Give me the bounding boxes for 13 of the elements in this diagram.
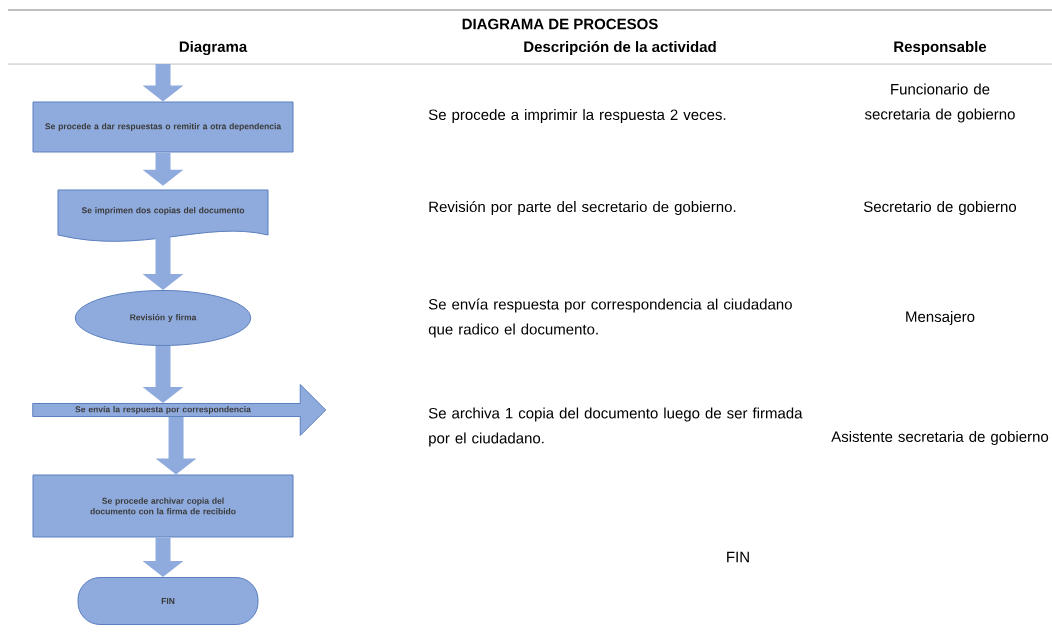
activity-description: Se archiva 1 copia del documento luego de ser firmada por el ciudadano. [428, 407, 803, 447]
activity-description: Revisión por parte del secretario de gobierno. [429, 200, 736, 216]
column-header: Descripción de la actividad [524, 40, 716, 56]
activity-description: Se envía respuesta por correspondencia al ciudadano que radico el documento. [428, 298, 792, 338]
table-title: DIAGRAMA DE PROCESOS [462, 18, 658, 30]
column-header: Diagrama [179, 41, 248, 56]
responsible-name: Mensajero [906, 311, 975, 325]
column-header: Responsable [894, 41, 987, 55]
end-label: FIN [727, 551, 749, 563]
responsible-name: Asistente secretaria de gobierno [831, 431, 1049, 445]
responsible-name: Funcionario de secretaria de gobierno [864, 83, 1015, 123]
activity-description: Se procede a imprimir la respuesta 2 veces. [428, 109, 726, 123]
responsible-name: Secretario de gobierno [863, 201, 1017, 215]
